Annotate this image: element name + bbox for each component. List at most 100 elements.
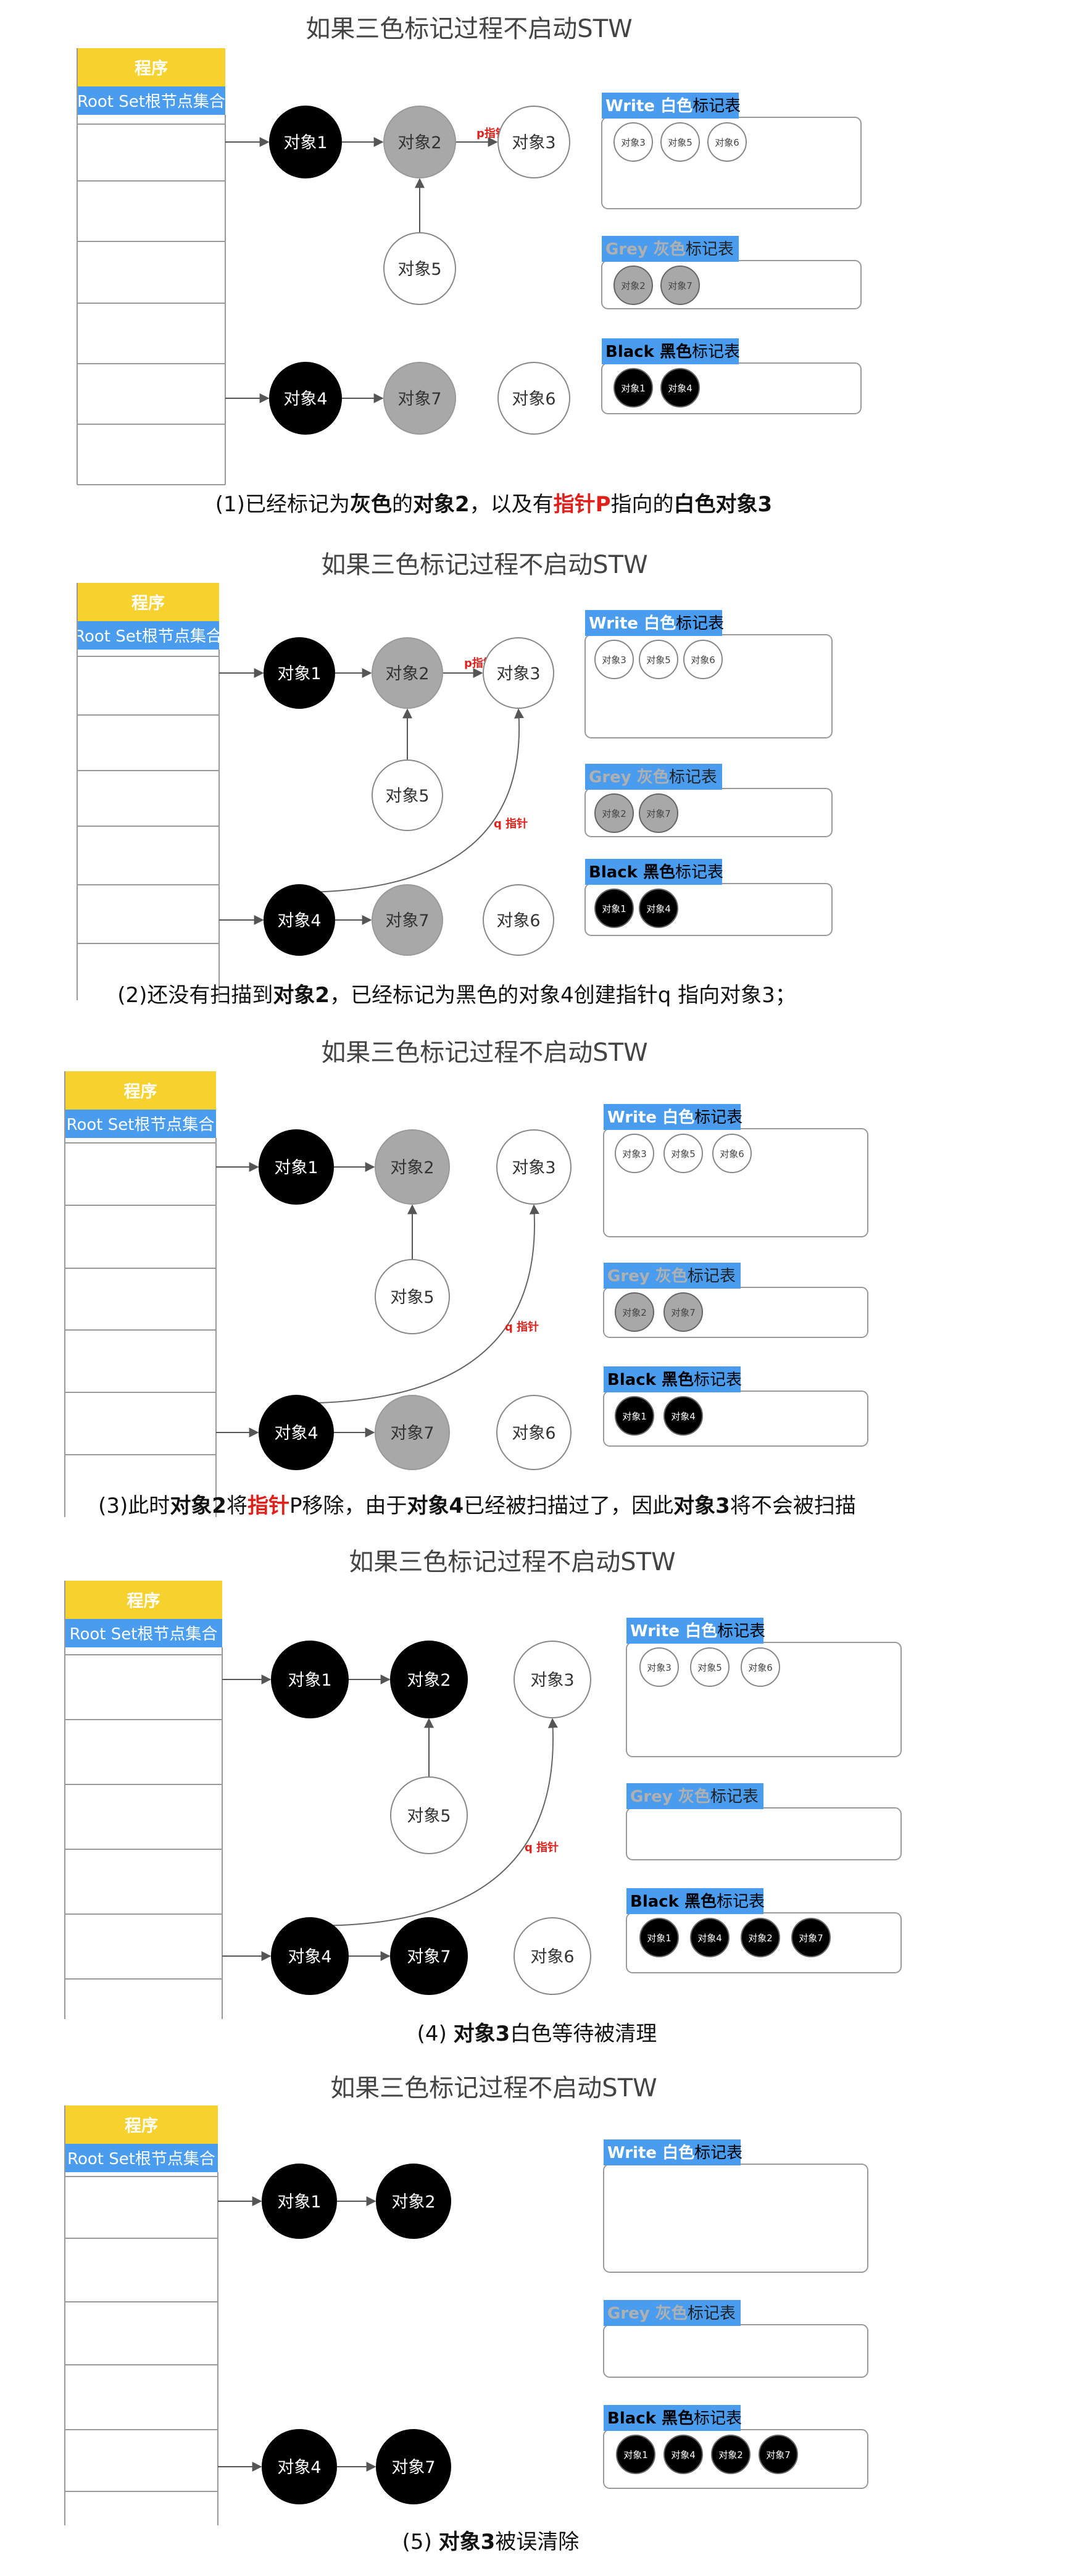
table-black-item bbox=[639, 889, 678, 928]
table-grey-item bbox=[639, 793, 678, 833]
node-label-2: 对象2 bbox=[390, 1158, 434, 1177]
table-grey-title-bold: Grey bbox=[605, 240, 654, 259]
panel-caption: (4) 对象3白色等待被清理 bbox=[417, 2022, 657, 2046]
table-write-item bbox=[683, 640, 723, 679]
table-write-title-suffix: 标记表 bbox=[676, 614, 724, 633]
node-label-1: 对象1 bbox=[277, 2193, 321, 2212]
root-set-header bbox=[77, 621, 219, 650]
table-grey-header bbox=[604, 1263, 741, 1289]
caption-segment: ，已经标记为黑色的对象4创建指针q 指向对象3； bbox=[330, 983, 796, 1008]
table-write-item-label: 对象3 bbox=[622, 1148, 647, 1160]
program-label: 程序 bbox=[124, 1082, 157, 1102]
node-label-2: 对象2 bbox=[385, 664, 429, 684]
table-black-title-bold: Black bbox=[607, 1371, 662, 1389]
node-object-2 bbox=[376, 2164, 451, 2239]
edge-label-q: q 指针 bbox=[505, 1320, 539, 1334]
node-label-3: 对象3 bbox=[512, 1158, 555, 1177]
table-write-title-bold: Write bbox=[630, 1622, 685, 1641]
node-object-2 bbox=[375, 1129, 450, 1205]
root-set-label: Root Set根节点集合 bbox=[67, 1116, 215, 1134]
node-object-1 bbox=[271, 1641, 349, 1718]
panel-caption: (1)已经标记为灰色的对象2，以及有指针P指向的白色对象3 bbox=[215, 492, 772, 517]
node-object-2 bbox=[383, 106, 456, 178]
caption-segment: P移除，由于 bbox=[289, 1494, 407, 1518]
table-write-title-color: 白色 bbox=[660, 96, 692, 115]
node-label-3: 对象3 bbox=[512, 133, 555, 153]
node-object-5 bbox=[383, 232, 456, 305]
table-grey-title: Grey 灰色标记表 bbox=[605, 240, 734, 259]
panel-title: 如果三色标记过程不启动STW bbox=[321, 1039, 647, 1067]
node-label-2: 对象2 bbox=[407, 1671, 451, 1690]
node-label-1: 对象1 bbox=[277, 664, 321, 684]
caption-segment: 对象3 bbox=[454, 2022, 510, 2046]
table-write-title-suffix: 标记表 bbox=[694, 1108, 742, 1127]
caption-segment: 将不会被扫描 bbox=[730, 1494, 856, 1518]
node-label-5: 对象5 bbox=[390, 1288, 434, 1307]
table-write-header bbox=[626, 1618, 763, 1644]
table-black-item-label: 对象1 bbox=[623, 2449, 648, 2461]
panel-title: 如果三色标记过程不启动STW bbox=[349, 1548, 675, 1576]
table-grey-item-label: 对象2 bbox=[622, 1307, 647, 1318]
node-object-6 bbox=[514, 1917, 591, 1995]
table-black-item bbox=[615, 1396, 654, 1436]
table-grey-item bbox=[594, 793, 634, 833]
table-write-item bbox=[690, 1647, 730, 1687]
node-label-5: 对象5 bbox=[385, 787, 429, 806]
table-grey-title: Grey 灰色标记表 bbox=[607, 2304, 736, 2323]
table-black-title-color: 黑色 bbox=[662, 1370, 694, 1389]
table-grey-title-color: 灰色 bbox=[655, 1266, 688, 1286]
table-write-item-label: 对象5 bbox=[646, 654, 671, 666]
table-grey-box bbox=[603, 2324, 868, 2378]
table-write-item-label: 对象5 bbox=[668, 137, 692, 148]
table-black-title-bold: Black bbox=[589, 863, 643, 882]
node-object-6 bbox=[496, 1395, 572, 1470]
node-object-4 bbox=[264, 884, 335, 956]
table-grey-title-bold: Grey bbox=[630, 1788, 678, 1806]
table-write-title: Write 白色标记表 bbox=[607, 2143, 742, 2162]
table-black-item bbox=[759, 2435, 798, 2474]
node-label-2: 对象2 bbox=[391, 2193, 435, 2212]
table-grey-title: Grey 灰色标记表 bbox=[589, 767, 717, 787]
table-black-header bbox=[604, 2405, 741, 2431]
caption-segment: (3)此时 bbox=[98, 1494, 170, 1518]
table-write-item bbox=[707, 122, 747, 162]
table-black-item-label: 对象1 bbox=[622, 1411, 647, 1422]
caption-segment: 灰色 bbox=[350, 492, 392, 517]
table-grey-title-color: 灰色 bbox=[654, 240, 686, 259]
node-label-4: 对象4 bbox=[277, 911, 321, 930]
table-black-item bbox=[639, 1918, 679, 1957]
node-object-1 bbox=[259, 1129, 334, 1205]
table-black-item-label: 对象2 bbox=[748, 1933, 773, 1944]
root-set-label: Root Set根节点集合 bbox=[77, 93, 225, 111]
node-label-2: 对象2 bbox=[397, 133, 441, 153]
table-black-title: Black 黑色标记表 bbox=[607, 2409, 742, 2428]
table-grey-title-bold: Grey bbox=[589, 768, 637, 787]
table-grey-title-color: 灰色 bbox=[655, 2304, 688, 2323]
table-write-box bbox=[603, 2164, 868, 2273]
node-object-7 bbox=[376, 2429, 451, 2504]
table-black-item bbox=[663, 1396, 703, 1436]
table-grey-item-label: 对象7 bbox=[646, 808, 671, 819]
table-black-item-label: 对象2 bbox=[718, 2449, 743, 2461]
table-black-title-bold: Black bbox=[630, 1892, 684, 1911]
table-write-title-bold: Write bbox=[607, 1108, 662, 1127]
table-grey-header bbox=[585, 764, 722, 790]
caption-segment: ，以及有 bbox=[470, 492, 554, 517]
table-black-item-label: 对象4 bbox=[646, 903, 671, 914]
table-write-header bbox=[585, 610, 722, 636]
node-object-4 bbox=[269, 362, 342, 435]
caption-segment: 白色对象3 bbox=[674, 492, 773, 517]
table-grey-item bbox=[615, 1292, 654, 1332]
caption-segment: 已经被扫描过了，因此 bbox=[464, 1494, 673, 1518]
node-label-4: 对象4 bbox=[283, 390, 327, 409]
table-grey-title-suffix: 标记表 bbox=[686, 240, 734, 259]
node-object-1 bbox=[269, 106, 342, 178]
node-label-7: 对象7 bbox=[385, 911, 429, 930]
node-object-2 bbox=[372, 637, 443, 709]
node-label-1: 对象1 bbox=[288, 1671, 331, 1690]
edge-q-pointer bbox=[318, 1204, 539, 1403]
table-write-title: Write 白色标记表 bbox=[607, 1108, 742, 1127]
